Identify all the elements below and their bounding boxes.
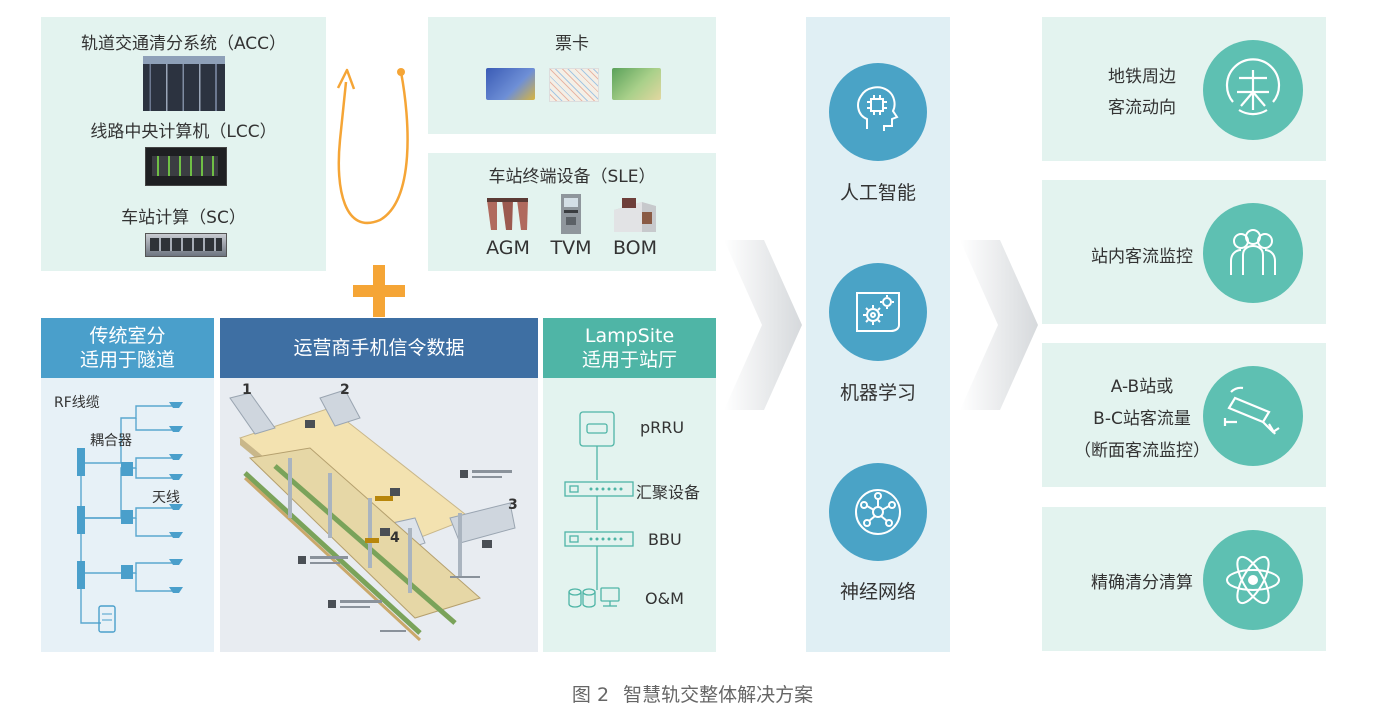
tvm-machine-image bbox=[561, 194, 581, 234]
figure-title: 智慧轨交整体解决方案 bbox=[623, 684, 814, 706]
network-nodes-icon bbox=[855, 489, 901, 535]
traditional-header-line-1: 传统室分 bbox=[89, 325, 166, 347]
data-flow-loop-arrow bbox=[336, 68, 409, 225]
lampsite-header-line-2: 适用于站厅 bbox=[581, 349, 677, 371]
app-label-clearing: 精确清分清算 bbox=[1091, 573, 1193, 593]
station-exit-3: 3 bbox=[508, 497, 518, 513]
figure-caption: 图 2 智慧轨交整体解决方案 bbox=[0, 680, 1385, 707]
sle-title: 车站终端设备（SLE） bbox=[488, 167, 656, 187]
metro-logo-icon bbox=[1225, 58, 1281, 116]
traditional-header-line-2: 适用于隧道 bbox=[79, 349, 175, 371]
ai-circle-ml bbox=[829, 263, 927, 361]
operator-header: 运营商手机信令数据 bbox=[220, 318, 538, 378]
app-label-section-flow-3: （断面客流监控） bbox=[1074, 441, 1210, 461]
gear-screen-icon bbox=[856, 292, 900, 332]
lcc-label: 线路中央计算机（LCC） bbox=[90, 122, 277, 142]
flow-arrow-2 bbox=[960, 240, 1038, 410]
ai-label-neural-network: 神经网络 bbox=[839, 581, 916, 603]
station-3d-illustration bbox=[229, 389, 516, 642]
lampsite-label-bbu: BBU bbox=[648, 530, 682, 549]
coupler-label: 耦合器 bbox=[90, 433, 132, 449]
acc-label: 轨道交通清分系统（ACC） bbox=[80, 34, 287, 54]
ticket-title: 票卡 bbox=[555, 34, 589, 54]
sc-server-image bbox=[145, 233, 227, 257]
operator-header-text: 运营商手机信令数据 bbox=[293, 337, 465, 359]
rf-cable-label: RF线缆 bbox=[54, 395, 100, 411]
antenna-label: 天线 bbox=[152, 490, 180, 506]
ai-circle-nn bbox=[829, 463, 927, 561]
traditional-header: 传统室分 适用于隧道 bbox=[41, 318, 214, 378]
traditional-das-diagram bbox=[77, 402, 183, 633]
app-circle-metro bbox=[1203, 40, 1303, 140]
lampsite-label-aggregation: 汇聚设备 bbox=[636, 483, 701, 502]
app-label-section-flow-2: B-C站客流量 bbox=[1093, 409, 1191, 429]
lcc-server-image bbox=[145, 147, 227, 186]
ai-label-machine-learning: 机器学习 bbox=[839, 382, 916, 404]
lampsite-label-om: O&M bbox=[645, 589, 684, 608]
brain-chip-icon bbox=[857, 86, 899, 131]
sle-device-tvm: TVM bbox=[550, 237, 592, 259]
app-label-surrounding-flow-1: 地铁周边 bbox=[1108, 67, 1176, 87]
ticket-card-green bbox=[612, 68, 661, 100]
app-label-section-flow-1: A-B站或 bbox=[1110, 377, 1174, 397]
flow-arrow-1 bbox=[724, 240, 802, 410]
sle-device-bom: BOM bbox=[612, 237, 658, 259]
lampsite-header: LampSite 适用于站厅 bbox=[543, 318, 716, 378]
ticket-card-map bbox=[549, 68, 599, 102]
app-label-in-station: 站内客流监控 bbox=[1091, 247, 1193, 267]
surveillance-camera-icon bbox=[1223, 386, 1280, 435]
app-label-surrounding-flow-2: 客流动向 bbox=[1108, 98, 1176, 118]
sc-label: 车站计算（SC） bbox=[121, 208, 246, 228]
station-exit-1: 1 bbox=[242, 382, 252, 398]
acc-server-image bbox=[143, 56, 225, 111]
lampsite-topology-diagram bbox=[564, 411, 634, 608]
bom-booth-image bbox=[614, 198, 656, 232]
people-group-icon bbox=[1230, 229, 1276, 275]
sle-device-agm: AGM bbox=[486, 237, 530, 259]
ai-circle-brain bbox=[829, 63, 927, 161]
figure-number: 图 2 bbox=[571, 684, 610, 706]
agm-gate-image bbox=[487, 198, 528, 230]
app-circle-camera bbox=[1203, 366, 1303, 466]
lampsite-label-prru: pRRU bbox=[640, 418, 685, 437]
atom-icon bbox=[1226, 555, 1280, 605]
station-exit-2: 2 bbox=[340, 382, 350, 398]
ticket-card-blue bbox=[486, 68, 535, 100]
lampsite-header-line-1: LampSite bbox=[584, 325, 675, 347]
plus-sign bbox=[353, 265, 405, 317]
app-circle-crowd bbox=[1203, 203, 1303, 303]
ai-label-artificial-intelligence: 人工智能 bbox=[839, 182, 916, 204]
station-exit-4: 4 bbox=[390, 530, 400, 546]
app-circle-atom bbox=[1203, 530, 1303, 630]
